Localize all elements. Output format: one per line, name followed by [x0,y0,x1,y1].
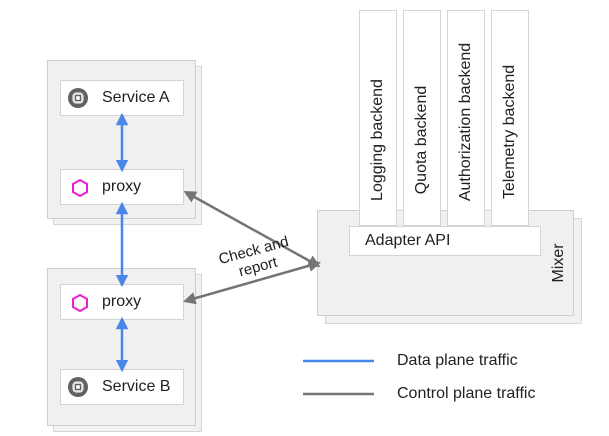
control-plane-arrow-proxy-b-mixer [182,259,322,305]
legend-control-plane-label: Control plane traffic [397,385,536,402]
logging-backend-box[interactable] [359,10,397,226]
hexagon-icon [70,293,90,313]
proxy-a-box[interactable]: proxy [60,169,184,205]
proxy-a-label: proxy [102,178,142,195]
hexagon-icon [70,178,90,198]
telemetry-backend-box[interactable] [491,10,529,226]
adapter-api-box[interactable]: Adapter API [349,226,541,256]
control-plane-arrow-proxy-a-mixer [183,190,321,268]
proxy-b-box[interactable]: proxy [60,284,184,320]
service-a-label: Service A [102,89,170,106]
legend-data-plane-label: Data plane traffic [397,352,518,369]
adapter-api-label: Adapter API [365,232,451,249]
quota-backend-box[interactable] [403,10,441,226]
service-b-label: Service B [102,378,171,395]
chip-icon [68,88,88,108]
chip-icon [68,377,88,397]
proxy-b-label: proxy [102,293,142,310]
authorization-backend-box[interactable] [447,10,485,226]
